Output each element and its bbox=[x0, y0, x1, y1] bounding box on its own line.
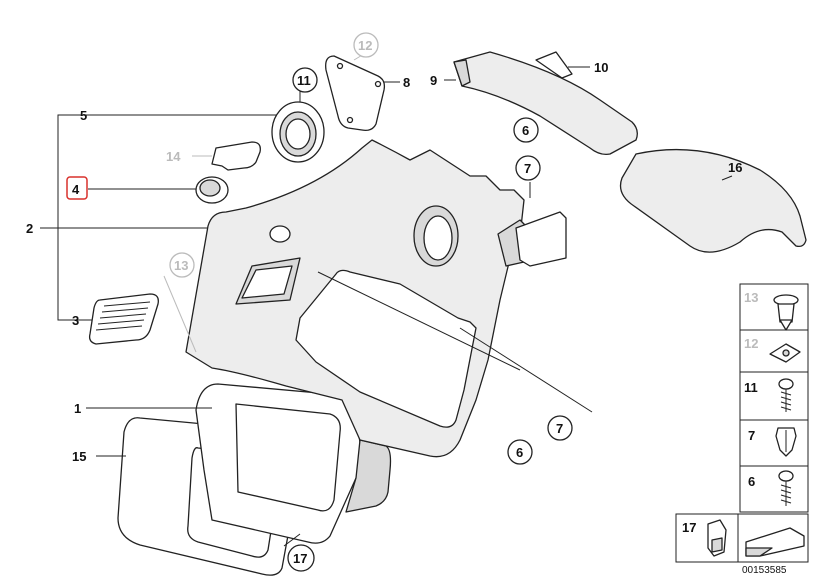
legend-label-11: 11 bbox=[744, 380, 758, 395]
legend-label-12: 12 bbox=[744, 336, 758, 351]
fastener-legend: 13 12 11 7 6 bbox=[675, 283, 809, 563]
callout-7-top-circle bbox=[515, 155, 541, 181]
part-10-clip[interactable] bbox=[535, 51, 573, 79]
callout-7-bottom-circle bbox=[547, 415, 573, 441]
part-4-cap[interactable] bbox=[195, 176, 229, 204]
label-6-bottom: 6 bbox=[516, 445, 523, 460]
part-9-upper-trim[interactable] bbox=[453, 51, 638, 156]
label-7-bottom: 7 bbox=[556, 421, 563, 436]
part-1-frame[interactable] bbox=[195, 383, 392, 544]
fastener-11-icon bbox=[778, 378, 794, 412]
callout-17-circle bbox=[287, 544, 315, 572]
callout-11-circle bbox=[292, 67, 318, 93]
callout-12-circle bbox=[353, 32, 379, 58]
diagram-id: 00153585 bbox=[742, 565, 787, 576]
callout-6-top-circle bbox=[513, 117, 539, 143]
label-9: 9 bbox=[430, 73, 437, 88]
label-4: 4 bbox=[72, 182, 80, 197]
label-14: 14 bbox=[166, 149, 181, 164]
part-16-shelf[interactable] bbox=[619, 148, 807, 253]
fastener-12-icon bbox=[769, 343, 801, 363]
callouts: 5 4 2 3 1 15 14 11 12 8 9 10 16 6 7 13 7… bbox=[26, 32, 742, 572]
label-7-top: 7 bbox=[524, 161, 531, 176]
fastener-7-icon bbox=[775, 427, 797, 457]
part-14-bracket[interactable] bbox=[211, 141, 261, 171]
label-2: 2 bbox=[26, 221, 33, 236]
legend-box bbox=[739, 283, 809, 513]
part-5-grommet[interactable] bbox=[271, 101, 325, 163]
highlight-box-4 bbox=[66, 176, 88, 200]
part-2-trim-panel[interactable] bbox=[185, 139, 567, 458]
legend-label-7: 7 bbox=[748, 428, 755, 443]
clip-17-icon bbox=[707, 519, 727, 557]
bracket-leaders bbox=[40, 114, 278, 321]
label-6-top: 6 bbox=[522, 123, 529, 138]
label-8: 8 bbox=[403, 75, 410, 90]
label-11: 11 bbox=[297, 73, 311, 88]
arrow-icon bbox=[745, 527, 805, 557]
legend-label-6: 6 bbox=[748, 474, 755, 489]
legend-label-17: 17 bbox=[682, 520, 696, 535]
label-10: 10 bbox=[594, 60, 608, 75]
label-17: 17 bbox=[293, 551, 307, 566]
label-3: 3 bbox=[72, 313, 79, 328]
fastener-13-icon bbox=[773, 294, 799, 331]
callout-13-circle bbox=[169, 252, 195, 278]
label-15: 15 bbox=[72, 449, 86, 464]
label-12: 12 bbox=[358, 38, 372, 53]
label-13: 13 bbox=[174, 258, 188, 273]
fastener-6-icon bbox=[778, 470, 794, 506]
part-8-plate[interactable] bbox=[325, 55, 386, 132]
label-5: 5 bbox=[80, 108, 87, 123]
part-3-vent-grille[interactable] bbox=[88, 293, 159, 345]
callout-6-bottom-circle bbox=[507, 439, 533, 465]
label-1: 1 bbox=[74, 401, 81, 416]
legend-label-13: 13 bbox=[744, 290, 758, 305]
label-16: 16 bbox=[728, 160, 742, 175]
